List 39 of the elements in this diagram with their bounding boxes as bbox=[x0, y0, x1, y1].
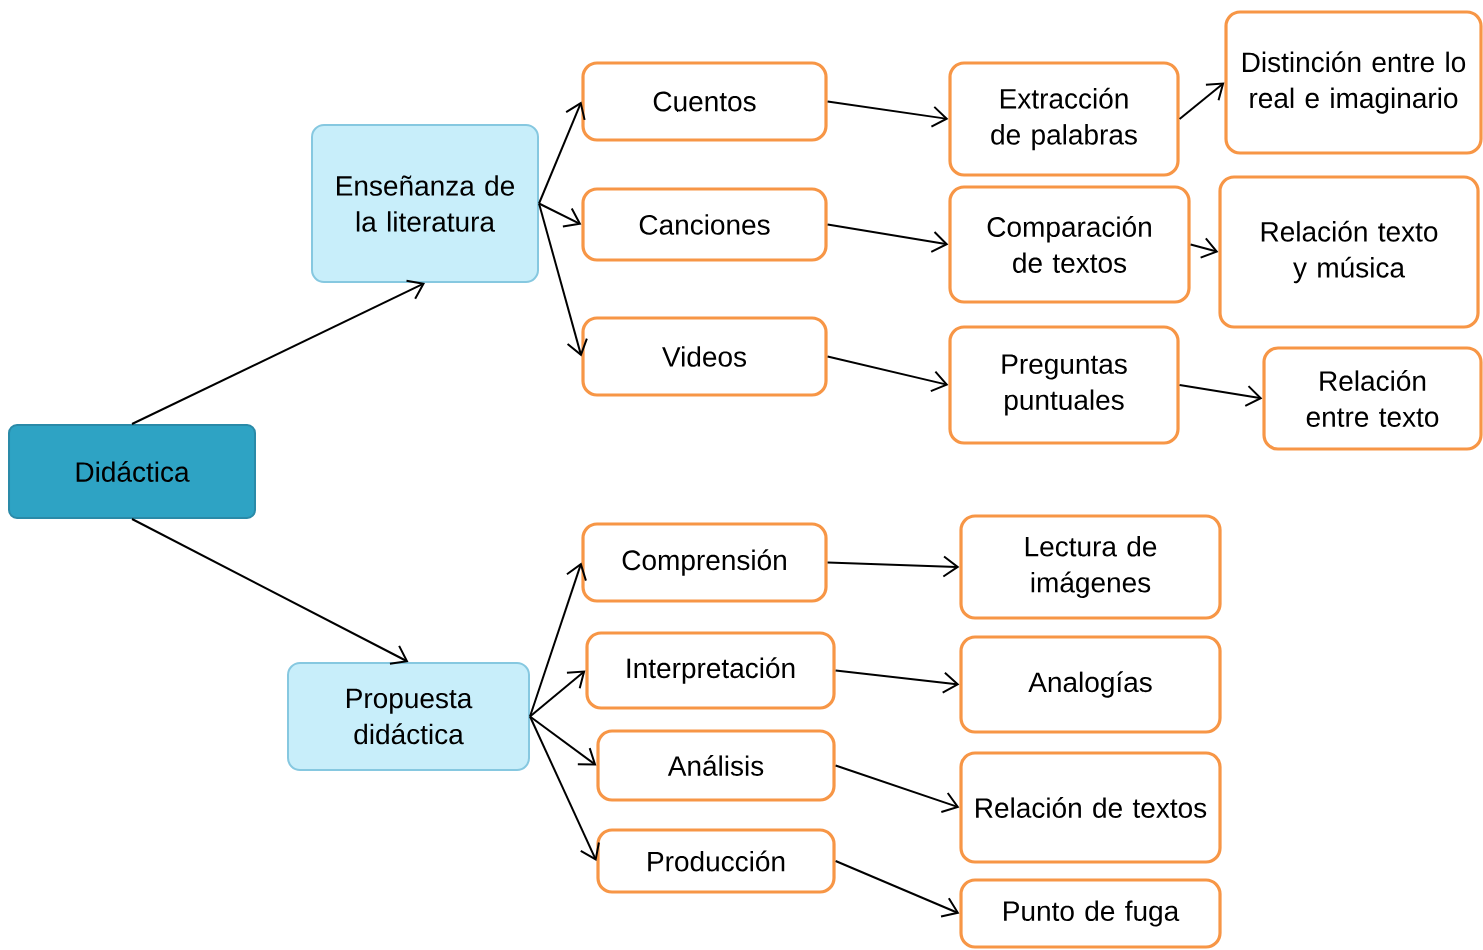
arrow bbox=[826, 555, 960, 578]
item-box: Comparación de textos bbox=[948, 185, 1191, 304]
arrow bbox=[538, 202, 588, 357]
item-box: Producción bbox=[596, 828, 836, 894]
arrow bbox=[538, 101, 586, 205]
topic-box: Propuesta didáctica bbox=[287, 662, 530, 771]
topic-box: Enseñanza de la literatura bbox=[311, 124, 539, 283]
item-box: Punto de fuga bbox=[959, 878, 1222, 949]
arrow bbox=[529, 562, 587, 718]
item-box: Relación de textos bbox=[959, 751, 1222, 864]
item-box: Extracción de palabras bbox=[948, 61, 1180, 177]
arrow bbox=[538, 202, 582, 228]
arrow bbox=[826, 100, 949, 128]
arrow bbox=[826, 355, 949, 393]
item-box: Comprensión bbox=[581, 522, 828, 603]
arrow bbox=[1178, 384, 1263, 407]
item-box: Análisis bbox=[596, 729, 836, 802]
arrow bbox=[131, 518, 409, 665]
item-box: Interpretación bbox=[585, 631, 836, 710]
arrow bbox=[826, 223, 949, 253]
arrow bbox=[131, 279, 425, 425]
item-box: Relación texto y música bbox=[1218, 175, 1480, 329]
arrow bbox=[1189, 237, 1219, 259]
root-box: Didáctica bbox=[8, 424, 256, 519]
item-box: Preguntas puntuales bbox=[948, 325, 1180, 445]
arrow bbox=[834, 860, 960, 918]
item-box: Lectura de imágenes bbox=[959, 514, 1222, 620]
item-box: Videos bbox=[581, 316, 828, 397]
item-box: Analogías bbox=[959, 635, 1222, 734]
item-box: Relación entre texto bbox=[1262, 346, 1483, 451]
item-box: Canciones bbox=[581, 187, 828, 262]
arrow bbox=[834, 669, 960, 694]
arrow bbox=[529, 715, 597, 766]
arrow bbox=[529, 670, 586, 718]
arrow bbox=[529, 715, 600, 861]
arrow bbox=[1178, 82, 1225, 120]
item-box: Cuentos bbox=[581, 61, 828, 142]
arrow bbox=[834, 764, 960, 813]
item-box: Distinción entre lo real e imaginario bbox=[1224, 10, 1483, 155]
